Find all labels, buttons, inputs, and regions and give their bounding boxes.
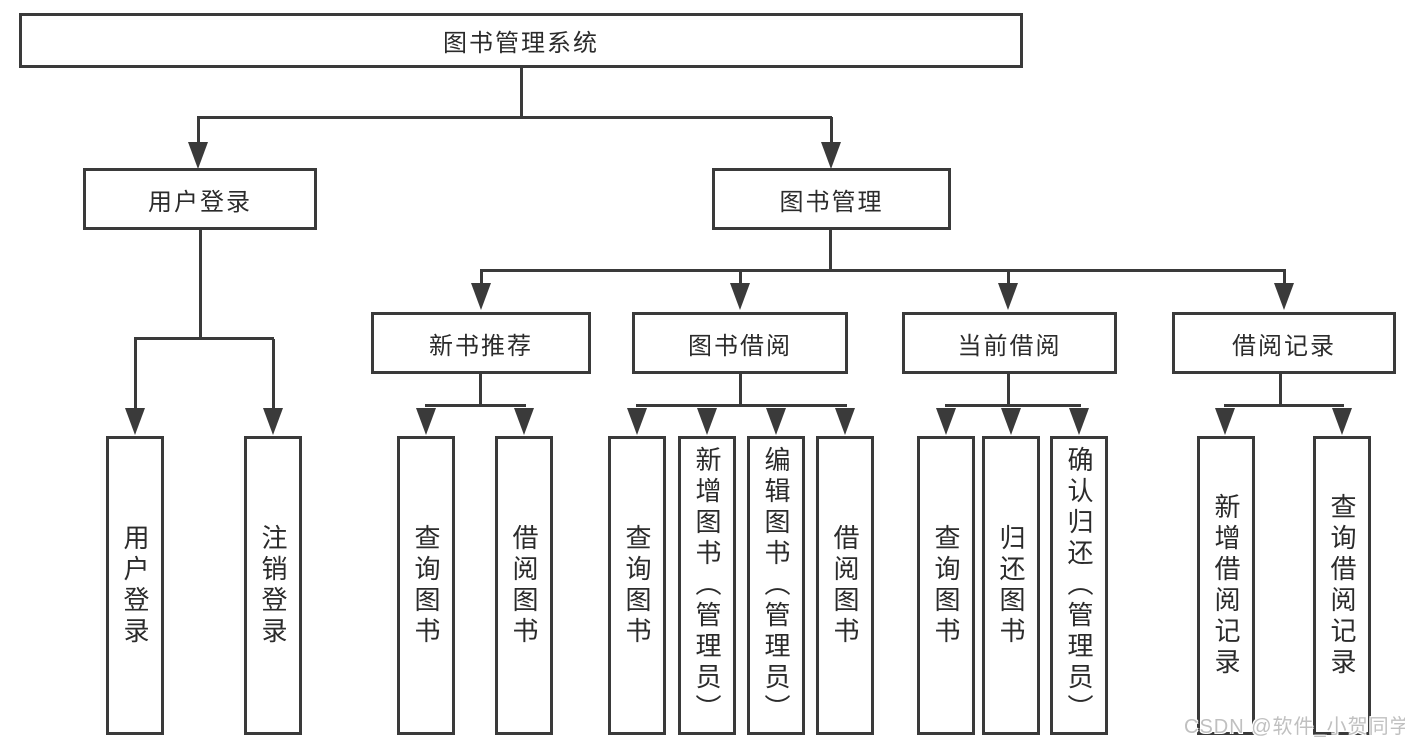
leaf-cb-confirm-return-admin-label: 确认归还（管理员）	[1064, 446, 1094, 725]
leaf-bb-edit-books-admin: 编辑图书（管理员）	[747, 436, 805, 735]
connector-current-borrow-hbar	[945, 404, 1081, 407]
leaf-cb-query-books: 查询图书	[917, 436, 975, 735]
leaf-logout-label: 注销登录	[258, 523, 288, 648]
arrow-to-br-query	[1332, 408, 1352, 435]
connector-stem-borrow-records	[1283, 271, 1286, 284]
connector-book-mgmt-hbar	[480, 269, 1286, 272]
leaf-bb-edit-books-admin-label: 编辑图书（管理员）	[761, 446, 791, 725]
leaf-rec-query-books: 查询图书	[397, 436, 455, 735]
node-current-borrow-label: 当前借阅	[957, 332, 1062, 360]
arrow-to-borrow-records	[1274, 283, 1294, 310]
arrow-to-rec-borrow	[514, 408, 534, 435]
node-user-login-label: 用户登录	[148, 188, 252, 216]
arrow-to-bb-edit	[766, 408, 786, 435]
node-new-book-rec: 新书推荐	[371, 312, 591, 374]
leaf-cb-confirm-return-admin: 确认归还（管理员）	[1050, 436, 1108, 735]
leaf-rec-borrow-books: 借阅图书	[495, 436, 553, 735]
arrow-to-login-leaf	[125, 408, 145, 435]
connector-new-book-rec-hbar	[425, 404, 526, 407]
node-book-borrow: 图书借阅	[632, 312, 848, 374]
leaf-br-add-record-label: 新增借阅记录	[1211, 492, 1241, 679]
connector-root-hbar	[197, 116, 832, 119]
arrow-to-book-borrow	[730, 283, 750, 310]
arrow-to-cb-return	[1001, 408, 1021, 435]
arrow-to-new-book-rec	[471, 283, 491, 310]
leaf-cb-return-books: 归还图书	[982, 436, 1040, 735]
arrow-to-cb-query	[936, 408, 956, 435]
connector-book-mgmt-drop	[829, 230, 832, 271]
arrow-to-current-borrow	[998, 283, 1018, 310]
leaf-bb-borrow-books: 借阅图书	[816, 436, 874, 735]
connector-stem-login-leaf	[134, 339, 137, 409]
leaf-bb-borrow-books-label: 借阅图书	[830, 523, 860, 648]
node-root-label: 图书管理系统	[443, 30, 599, 57]
leaf-cb-return-books-label: 归还图书	[996, 523, 1026, 648]
arrow-to-book-mgmt	[821, 142, 841, 169]
connector-user-login-hbar	[134, 337, 274, 340]
arrow-to-br-add	[1215, 408, 1235, 435]
connector-new-book-rec-drop	[479, 374, 482, 405]
node-borrow-records-label: 借阅记录	[1232, 332, 1336, 360]
leaf-bb-query-books: 查询图书	[608, 436, 666, 735]
connector-stem-logout-leaf	[272, 339, 275, 409]
node-current-borrow: 当前借阅	[902, 312, 1117, 374]
node-book-borrow-label: 图书借阅	[688, 332, 792, 360]
leaf-br-query-record-label: 查询借阅记录	[1327, 492, 1357, 679]
connector-stem-book-borrow	[739, 271, 742, 284]
arrow-to-logout-leaf	[263, 408, 283, 435]
leaf-rec-borrow-books-label: 借阅图书	[509, 523, 539, 648]
leaf-br-add-record: 新增借阅记录	[1197, 436, 1255, 735]
leaf-rec-query-books-label: 查询图书	[411, 523, 441, 648]
leaf-cb-query-books-label: 查询图书	[931, 523, 961, 648]
node-book-mgmt-label: 图书管理	[779, 188, 884, 216]
connector-root-drop	[520, 66, 523, 117]
leaf-bb-query-books-label: 查询图书	[622, 523, 652, 648]
watermark: CSDN @软件_小贺同学	[1184, 716, 1405, 738]
leaf-user-login: 用户登录	[106, 436, 164, 735]
leaf-logout: 注销登录	[244, 436, 302, 735]
connector-stem-book-mgmt	[830, 117, 833, 144]
node-borrow-records: 借阅记录	[1172, 312, 1396, 374]
connector-borrow-records-hbar	[1224, 404, 1344, 407]
connector-stem-new-book-rec	[480, 271, 483, 284]
arrow-to-bb-add	[697, 408, 717, 435]
leaf-bb-add-books-admin-label: 新增图书（管理员）	[692, 446, 722, 725]
node-root: 图书管理系统	[19, 13, 1023, 68]
connector-book-borrow-drop	[739, 374, 742, 405]
connector-current-borrow-drop	[1007, 374, 1010, 405]
node-new-book-rec-label: 新书推荐	[429, 332, 533, 360]
leaf-user-login-label: 用户登录	[120, 523, 150, 648]
arrow-to-bb-borrow	[835, 408, 855, 435]
connector-stem-current-borrow	[1007, 271, 1010, 284]
connector-user-login-drop	[199, 230, 202, 338]
arrow-to-user-login	[188, 142, 208, 169]
node-user-login: 用户登录	[83, 168, 317, 230]
arrow-to-rec-query	[416, 408, 436, 435]
connector-stem-user-login	[197, 117, 200, 144]
arrow-to-cb-confirm	[1069, 408, 1089, 435]
connector-book-borrow-hbar	[636, 404, 847, 407]
node-book-mgmt: 图书管理	[712, 168, 951, 230]
leaf-br-query-record: 查询借阅记录	[1313, 436, 1371, 735]
arrow-to-bb-query	[627, 408, 647, 435]
leaf-bb-add-books-admin: 新增图书（管理员）	[678, 436, 736, 735]
connector-borrow-records-drop	[1279, 374, 1282, 405]
